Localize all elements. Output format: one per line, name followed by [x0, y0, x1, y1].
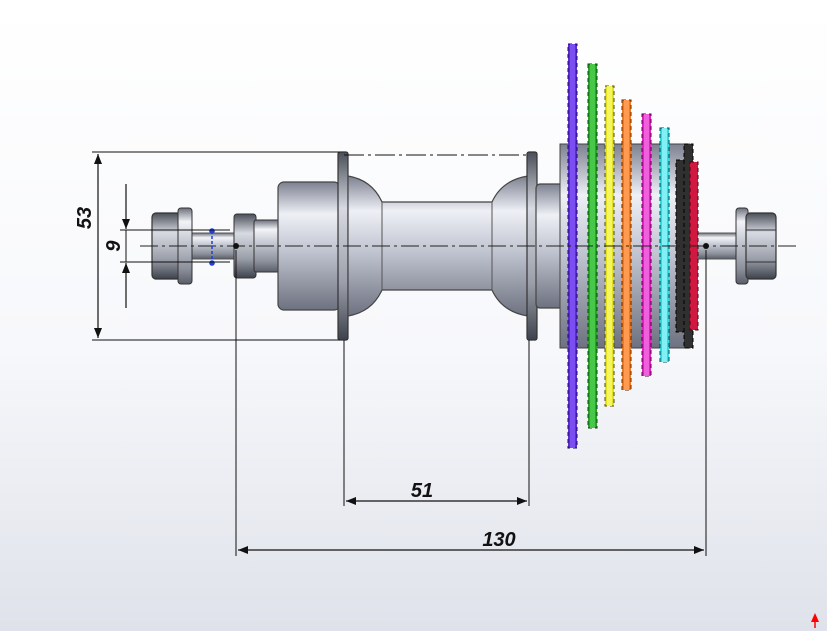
- dimension-51-label: 51: [411, 480, 433, 502]
- right-reference-point[interactable]: [703, 243, 709, 249]
- axle-pick-point-top[interactable]: [209, 228, 215, 234]
- sprocket-6[interactable]: [659, 127, 670, 363]
- sprocket-7[interactable]: [675, 159, 687, 333]
- sprocket-4[interactable]: [621, 99, 632, 391]
- dimension-9-label: 9: [103, 240, 125, 252]
- view-axis-marker: [811, 613, 819, 628]
- dimension-51[interactable]: 51: [343, 340, 530, 506]
- dimension-53[interactable]: 53: [74, 151, 530, 341]
- dimension-53-label: 53: [74, 207, 96, 229]
- sprocket-5[interactable]: [641, 113, 652, 377]
- dimension-130-label: 130: [482, 529, 515, 551]
- hub-assembly[interactable]: [140, 43, 800, 449]
- dimension-9[interactable]: 9: [103, 184, 230, 308]
- dimension-130[interactable]: 130: [235, 250, 707, 556]
- axle-pick-point-bottom[interactable]: [209, 260, 215, 266]
- left-reference-point[interactable]: [233, 243, 239, 249]
